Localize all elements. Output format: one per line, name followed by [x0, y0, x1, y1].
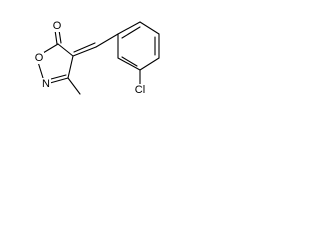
- bond-c5-o-double-a: [54, 29, 58, 45]
- benzene-inner-1: [121, 26, 141, 39]
- benzene-bond-5: [117, 57, 141, 71]
- bond-n2-c3-inner: [50, 74, 67, 80]
- ring-oxygen-text: O: [35, 52, 44, 64]
- atom-label-ring-nitrogen: N: [41, 78, 51, 90]
- atom-label-chlorine: Cl: [131, 84, 148, 96]
- atom-label-ring-oxygen: O: [34, 52, 44, 64]
- bond-c5-o1: [42, 43, 59, 54]
- isoxazolone-ring: [37, 43, 74, 84]
- carbonyl-group: [54, 29, 62, 45]
- benzene-ring: [117, 21, 160, 71]
- bond-o1-n2: [37, 61, 44, 79]
- structure-diagram: O O N Cl: [34, 20, 160, 96]
- bond-c5-o-double-b: [58, 29, 62, 44]
- carbonyl-oxygen-text: O: [53, 20, 62, 32]
- chlorine-text: Cl: [135, 84, 145, 96]
- benzene-inner-3: [121, 56, 138, 67]
- methyl-bond: [67, 77, 81, 95]
- ring-nitrogen-text: N: [42, 78, 50, 90]
- bond-c4-ch-inner: [73, 42, 96, 53]
- bond-c4-ch: [72, 46, 97, 57]
- bond-n2-c3: [49, 77, 69, 84]
- exocyclic-double-bond: [72, 42, 97, 57]
- atom-label-carbonyl-oxygen: O: [52, 20, 62, 32]
- bond-c3-c4: [67, 55, 74, 79]
- bond-ch-aryl: [95, 33, 119, 48]
- benzene-bond-2: [139, 21, 160, 35]
- benzene-bond-1: [117, 21, 141, 35]
- benzene-bond-4: [139, 57, 160, 71]
- bond-c4-c5: [57, 43, 74, 57]
